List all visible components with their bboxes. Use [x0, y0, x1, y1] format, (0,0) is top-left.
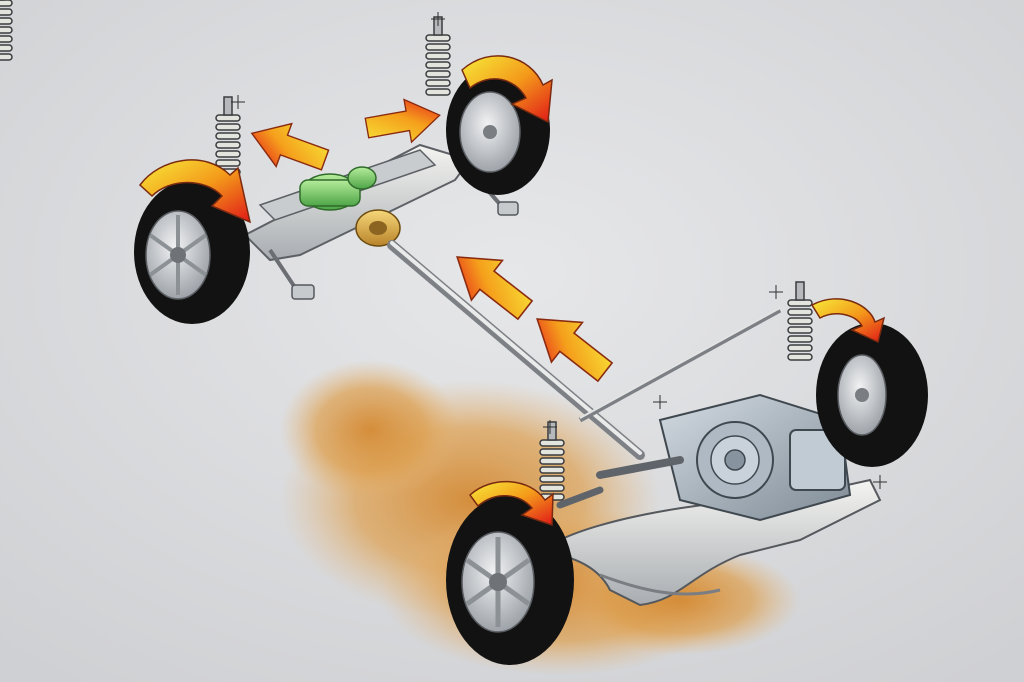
spin-arrow-rear-left	[138, 159, 252, 224]
spin-arrow-rear-right	[461, 55, 553, 124]
rear-axle-assembly	[243, 143, 519, 300]
wheel-rear-left	[134, 180, 250, 324]
rear-coupling	[299, 166, 377, 211]
rear-differential	[355, 209, 401, 247]
wheel-rear-right	[446, 65, 550, 195]
spin-arrow-front-right	[810, 298, 886, 344]
mount-markers	[231, 12, 887, 489]
wheel-front-left	[446, 495, 574, 665]
spin-arrow-front-left	[468, 481, 554, 527]
front-gearbox	[556, 393, 852, 522]
wheel-front-right	[816, 323, 928, 467]
propeller-shaft	[387, 240, 645, 460]
coil-spring-icon	[0, 0, 13, 61]
front-subframe	[559, 307, 882, 607]
wheel-spin-arrow-icon	[138, 55, 886, 527]
